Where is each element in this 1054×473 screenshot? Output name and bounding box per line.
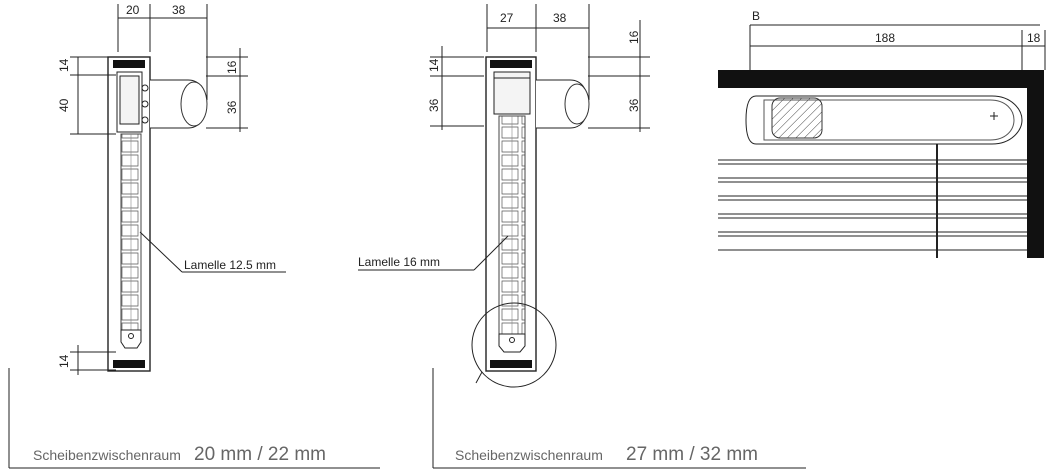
right-plan-drawing xyxy=(718,24,1046,258)
left-dim-38: 38 xyxy=(172,3,186,17)
middle-caption-prefix: Scheibenzwischenraum xyxy=(455,447,603,463)
left-dim-14-bottom: 14 xyxy=(57,354,71,368)
left-dim-36: 36 xyxy=(225,100,239,114)
middle-dim-36-right: 36 xyxy=(627,98,641,112)
right-dim-188: 188 xyxy=(875,31,895,45)
middle-dim-14: 14 xyxy=(427,58,441,72)
left-callout-label: Lamelle 12.5 mm xyxy=(184,258,276,272)
right-dim-b: B xyxy=(752,9,760,23)
left-dim-40: 40 xyxy=(57,98,71,112)
left-caption-prefix: Scheibenzwischenraum xyxy=(33,447,181,463)
left-dim-14-top: 14 xyxy=(57,58,71,72)
middle-callout-label: Lamelle 16 mm xyxy=(358,255,440,269)
left-section-drawing xyxy=(8,4,380,469)
middle-dim-27: 27 xyxy=(500,11,514,25)
left-dim-16: 16 xyxy=(225,60,239,74)
middle-caption-value: 27 mm / 32 mm xyxy=(626,444,758,465)
middle-dim-16: 16 xyxy=(627,30,641,44)
middle-dim-38: 38 xyxy=(553,11,567,25)
left-caption-value: 20 mm / 22 mm xyxy=(194,444,326,465)
middle-dim-36-left: 36 xyxy=(427,98,441,112)
left-dim-20: 20 xyxy=(126,3,140,17)
middle-section-drawing xyxy=(358,4,806,469)
right-dim-18: 18 xyxy=(1027,31,1041,45)
